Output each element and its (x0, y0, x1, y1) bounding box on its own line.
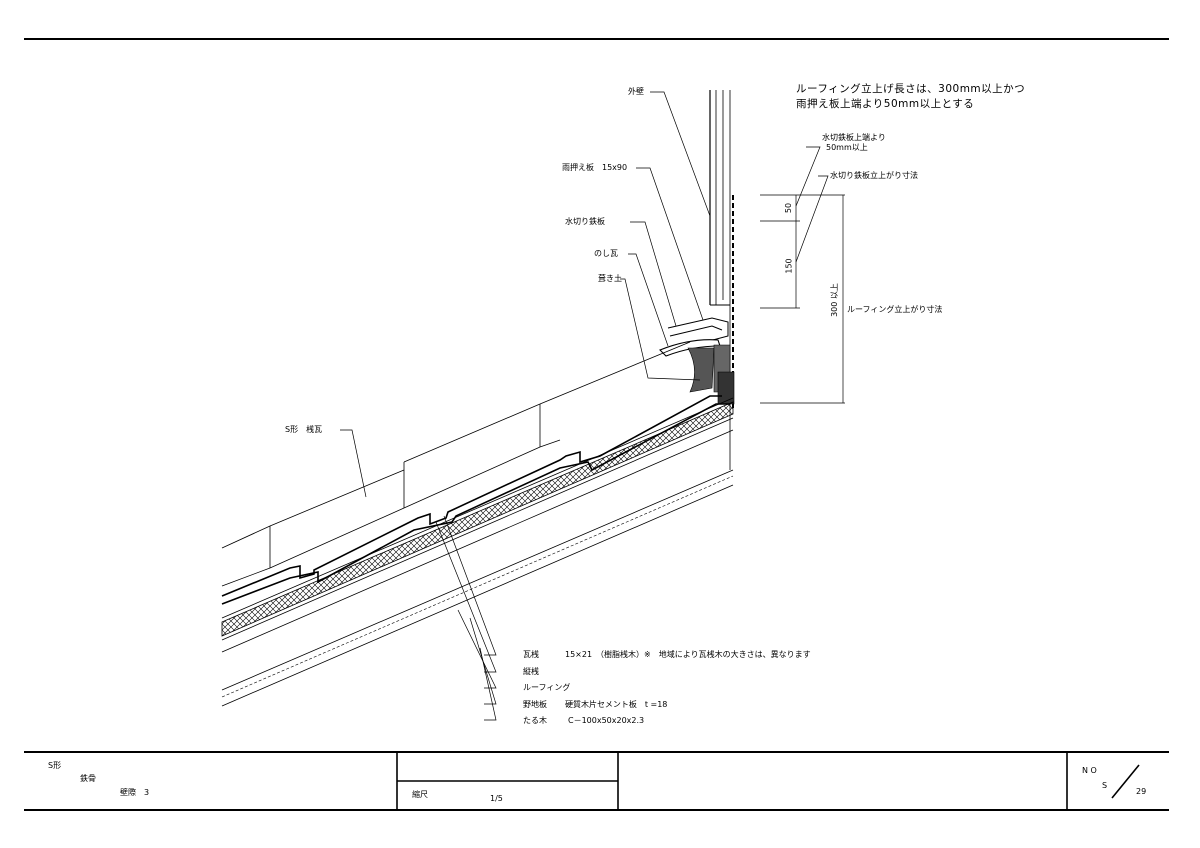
substrate-layers (221, 397, 734, 707)
label-flashing-board: 雨押え板 15x90 (562, 163, 628, 172)
roof-tiles (221, 341, 691, 587)
legend-name-4: たる木 (523, 716, 547, 725)
note-roofing-height: ルーフィング立上がり寸法 (847, 305, 943, 314)
legend-name-1: 縦桟 (523, 667, 539, 676)
legend-spec-0: 15×21 （樹脂桟木）※ 地域により瓦桟木の大きさは、異なります (565, 650, 811, 659)
label-wall: 外壁 (628, 87, 644, 96)
title-line-1: S形 (48, 761, 62, 770)
legend-name-3: 野地板 (523, 700, 547, 709)
legend-name-0: 瓦桟 (523, 650, 539, 659)
leader-lines (340, 91, 711, 721)
title-block-lines (24, 751, 1169, 811)
label-noshi: のし瓦 (594, 249, 618, 258)
note-line-1: ルーフィング立上げ長さは、300mm以上かつ (796, 83, 1026, 95)
legend-spec-3: 硬質木片セメント板 t =18 (565, 700, 668, 709)
scale-label: 縮尺 (412, 790, 428, 799)
dim-300: 300 以上 (829, 283, 839, 317)
drawing-series: S (1102, 781, 1108, 790)
drawing-number: 29 (1136, 787, 1147, 796)
legend-name-2: ルーフィング (523, 683, 571, 692)
label-flashing-sheet: 水切り鉄板 (565, 217, 605, 226)
title-line-2: 鉄骨 (80, 774, 96, 783)
label-tile: S形 桟瓦 (285, 425, 323, 434)
title-line-3: 壁際 3 (120, 788, 150, 797)
noshi-and-mortar (659, 339, 735, 405)
top-border (24, 38, 1169, 40)
dimension-lines (760, 146, 845, 404)
note-line-2: 雨押え板上端より50mm以上とする (796, 98, 975, 110)
note-flashing-height: 水切り鉄板立上がり寸法 (830, 171, 918, 180)
scale-value: 1/5 (490, 794, 503, 803)
label-mortar: 葺き土 (598, 274, 622, 283)
legend-spec-4: C－100x50x20x2.3 (568, 716, 645, 725)
drawing-no-label: N O (1082, 766, 1097, 775)
dim-50: 50 (784, 202, 794, 214)
note-top-gap-1: 水切鉄板上端より (822, 133, 886, 142)
note-top-gap-2: 50mm以上 (826, 143, 868, 152)
dim-150: 150 (784, 258, 794, 274)
